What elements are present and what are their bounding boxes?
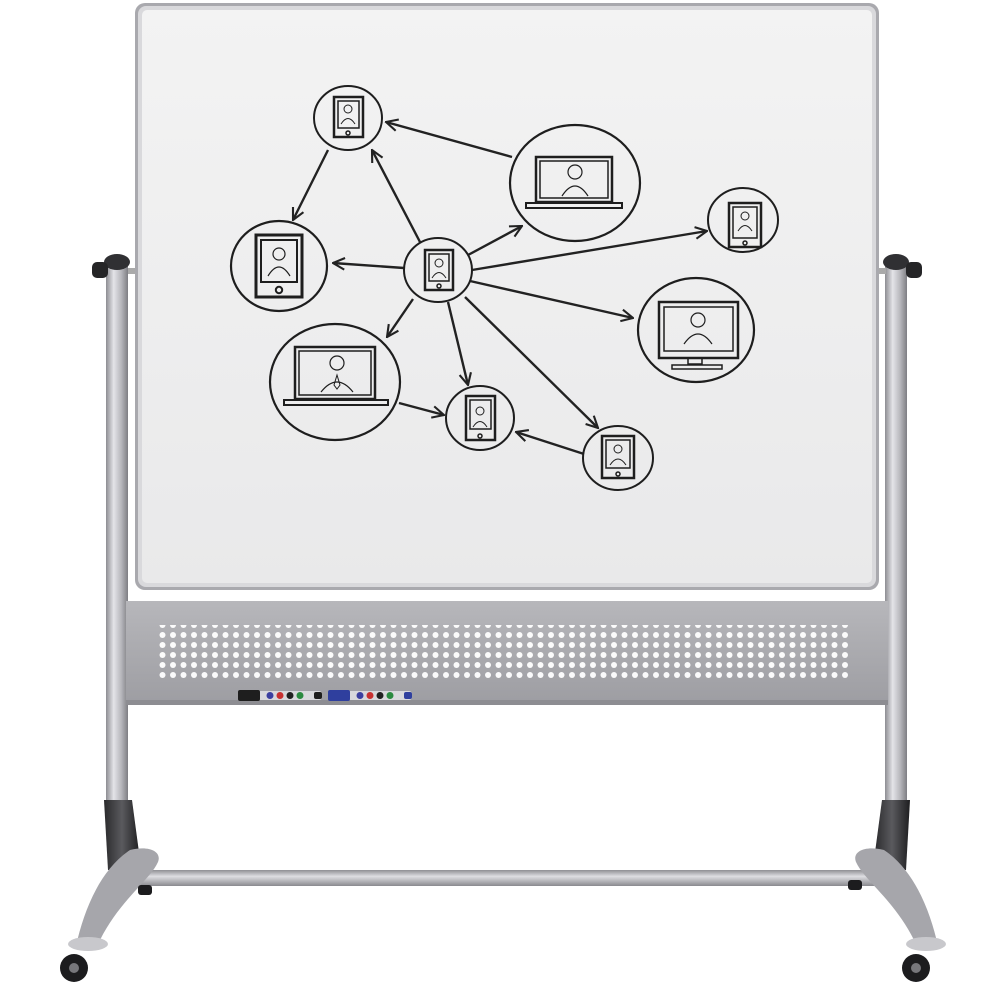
- diagram-nodes: [229, 85, 779, 491]
- edge-n4-n7: [387, 298, 414, 337]
- node-monitor-right: [636, 276, 756, 384]
- edge-n4-n6: [469, 279, 633, 318]
- marker-black[interactable]: [238, 690, 322, 701]
- right-foot: [848, 800, 946, 982]
- edge-n4-n8: [446, 301, 468, 385]
- node-tablet-bottom-center: [445, 385, 515, 451]
- left-foot: [60, 800, 159, 982]
- node-laptop-left: [268, 322, 402, 442]
- perforated-panel: [126, 601, 888, 705]
- base-crossbar: [130, 870, 882, 886]
- edge-n4-n1: [372, 150, 422, 243]
- marker-blue[interactable]: [328, 690, 412, 701]
- edge-n4-n2: [467, 226, 522, 257]
- node-tablet-right: [707, 187, 779, 253]
- edge-n4-n9: [464, 296, 598, 428]
- edge-n1-n3: [291, 149, 330, 220]
- edge-n2-n1: [386, 122, 513, 159]
- whiteboard-surface: [135, 3, 879, 590]
- node-tablet-center: [403, 237, 473, 303]
- node-tablet-top: [313, 85, 383, 151]
- edge-n4-n3: [333, 263, 405, 268]
- edge-n7-n8: [398, 401, 444, 415]
- left-pole: [92, 254, 138, 805]
- left-knob[interactable]: [92, 262, 108, 278]
- diagram-edges: [291, 122, 707, 456]
- right-pole: [876, 254, 922, 805]
- edge-n9-n8: [516, 432, 585, 456]
- node-laptop-top: [508, 123, 642, 243]
- right-knob[interactable]: [906, 262, 922, 278]
- node-tablet-bottom-right: [582, 425, 654, 491]
- edge-n4-n5: [471, 231, 707, 272]
- node-tablet-left: [229, 219, 329, 313]
